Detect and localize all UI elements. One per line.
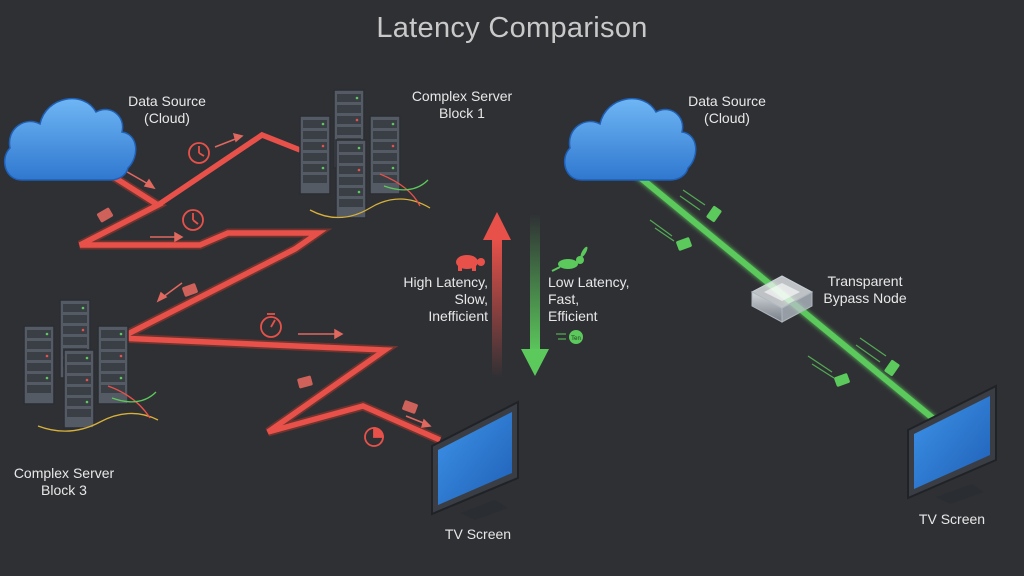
cloud-icon	[563, 97, 697, 181]
high-latency-label: High Latency, Slow, Inefficient	[403, 274, 488, 324]
clock-icon	[182, 142, 384, 447]
cloud-icon	[3, 97, 137, 181]
data-packet-icon	[96, 207, 419, 415]
left-tv-label: TV Screen	[444, 526, 512, 542]
server-rack-icon	[23, 299, 159, 432]
server-block-1-label: Complex Server Block 1	[411, 88, 513, 121]
slow-data-path	[57, 131, 442, 445]
tv-icon	[431, 400, 519, 520]
server-rack-icon	[299, 89, 431, 219]
badge-text: Ten	[571, 336, 581, 342]
right-tv-label: TV Screen	[918, 511, 986, 527]
slow-motion-arrows	[114, 132, 432, 428]
low-latency-label: Low Latency, Fast, Efficient	[548, 274, 630, 324]
fast-motion-lines	[649, 189, 887, 379]
fast-badge: Ten	[556, 330, 583, 344]
right-source-label: Data Source (Cloud)	[688, 93, 766, 126]
server-block-3-label: Complex Server Block 3	[13, 465, 115, 498]
page-title: Latency Comparison	[376, 12, 648, 44]
tv-icon	[907, 384, 997, 504]
rabbit-icon	[551, 246, 588, 272]
left-source-label: Data Source (Cloud)	[128, 93, 206, 126]
stopwatch-icon	[260, 313, 282, 338]
latency-up-arrow	[483, 212, 511, 378]
bypass-node-label: Transparent Bypass Node	[823, 273, 907, 306]
bypass-node-icon	[750, 275, 814, 323]
turtle-icon	[456, 255, 485, 271]
latency-down-arrow	[521, 214, 549, 376]
